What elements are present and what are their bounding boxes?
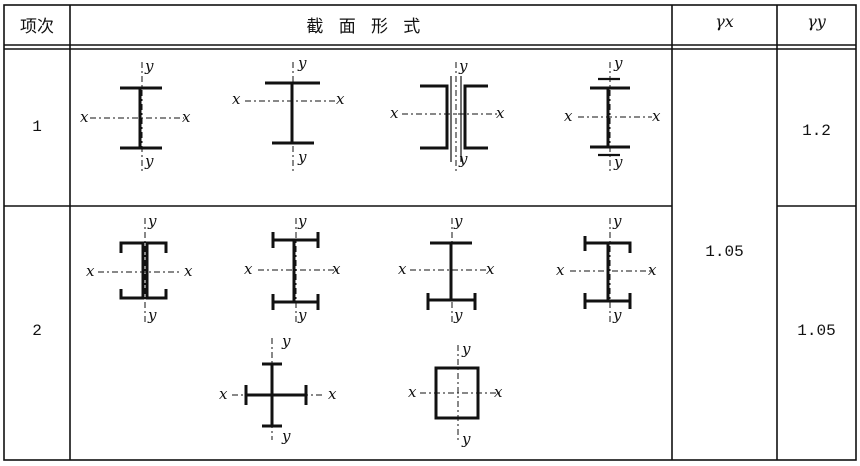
section-figure-channel-angles — [570, 218, 652, 322]
y-axis-label: y — [454, 306, 463, 324]
y-axis-label: y — [613, 212, 622, 230]
section-figure-i-beam — [90, 62, 184, 172]
section-figure-cruciform — [232, 338, 322, 440]
x-axis-label: x — [398, 260, 407, 278]
x-axis-label: x — [182, 108, 191, 126]
header-item: 项次 — [20, 17, 54, 37]
row-2-item: 2 — [32, 322, 42, 340]
x-axis-label: x — [232, 90, 241, 108]
row-1-item: 1 — [32, 118, 42, 136]
x-axis-label: x — [652, 107, 661, 125]
x-axis-label: x — [80, 108, 89, 126]
section-figure-box — [420, 345, 500, 440]
y-axis-label: y — [282, 332, 291, 350]
x-axis-label: x — [219, 385, 228, 403]
y-axis-label: y — [148, 212, 157, 230]
y-axis-label: y — [462, 430, 471, 448]
x-axis-label: x — [328, 385, 337, 403]
row-1-gamma-y: 1.2 — [802, 122, 831, 140]
x-axis-label: x — [494, 383, 503, 401]
header-gamma-x: γx — [715, 12, 734, 31]
x-axis-label: x — [86, 262, 95, 280]
section-figure-i-unequal — [578, 62, 652, 172]
x-axis-label: x — [564, 107, 573, 125]
y-axis-label: y — [145, 57, 154, 75]
y-axis-label: y — [614, 153, 623, 171]
y-axis-label: y — [145, 152, 154, 170]
x-axis-label: x — [336, 90, 345, 108]
section-figure-channels-out — [98, 218, 182, 322]
y-axis-label: y — [462, 340, 471, 358]
y-axis-label: y — [614, 54, 623, 72]
y-axis-label: y — [454, 212, 463, 230]
y-axis-label: y — [459, 150, 468, 168]
y-axis-label: y — [298, 306, 307, 324]
x-axis-label: x — [486, 260, 495, 278]
x-axis-label: x — [496, 104, 505, 122]
y-axis-label: y — [298, 148, 307, 166]
x-axis-label: x — [244, 260, 253, 278]
section-figure-angles-i — [258, 218, 338, 322]
x-axis-label: x — [408, 383, 417, 401]
y-axis-label: y — [613, 306, 622, 324]
y-axis-label: y — [148, 306, 157, 324]
section-figure-t-top — [245, 62, 338, 172]
gamma-x-value: 1.05 — [705, 243, 744, 261]
section-figure-double-channel — [402, 62, 500, 172]
x-axis-label: x — [556, 261, 565, 279]
y-axis-label: y — [298, 212, 307, 230]
section-figure-t-angles-bottom — [410, 218, 490, 322]
x-axis-label: x — [648, 261, 657, 279]
y-axis-label: y — [298, 54, 307, 72]
header-section-form: 截面形式 — [306, 17, 436, 37]
x-axis-label: x — [390, 104, 399, 122]
row-2-gamma-y: 1.05 — [797, 322, 836, 340]
y-axis-label: y — [282, 427, 291, 445]
header-gamma-y: γy — [807, 12, 826, 31]
y-axis-label: y — [459, 57, 468, 75]
x-axis-label: x — [184, 262, 193, 280]
x-axis-label: x — [332, 260, 341, 278]
